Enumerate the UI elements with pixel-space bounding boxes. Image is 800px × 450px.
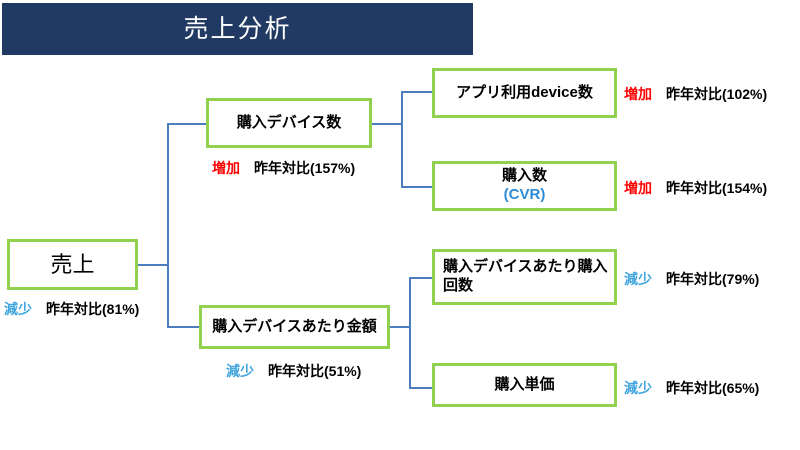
page-title: 売上分析 [183,14,292,43]
node-purchase-devices-label: 購入デバイス数 [236,113,342,131]
node-amount-per-device[interactable]: 購入デバイスあたり金額 [199,305,390,349]
connector-branch2-child2 [409,387,433,389]
node-purchase-count-label: 購入数 (CVR) [502,167,547,205]
node-purchase-devices[interactable]: 購入デバイス数 [206,98,372,148]
yoy-purchase-count: 昨年対比(154%) [666,180,768,196]
trend-purchase-count: 増加 [624,180,652,196]
node-amount-per-device-label: 購入デバイスあたり金額 [212,317,377,335]
node-uriage-label: 売上 [50,251,95,277]
node-uriage[interactable]: 売上 [7,239,138,290]
status-purchase-devices: 増加昨年対比(157%) [212,161,355,175]
node-app-device-count-label: アプリ利用device数 [456,83,593,101]
trend-purchase-devices: 増加 [212,160,240,176]
yoy-purchases-per-device: 昨年対比(79%) [666,271,760,287]
node-purchase-count[interactable]: 購入数 (CVR) [432,161,617,211]
connector-branch2-out [389,326,411,328]
node-purchases-per-device-label: 購入デバイスあたり購入回数 [443,258,608,294]
connector-trunk-level1 [167,124,169,327]
yoy-app-device-count: 昨年対比(102%) [666,86,768,102]
connector-branch1-child2 [401,186,433,188]
node-app-device-count[interactable]: アプリ利用device数 [432,68,617,118]
status-unit-price: 減少昨年対比(65%) [624,381,759,395]
trend-purchases-per-device: 減少 [624,271,652,287]
status-app-device-count: 増加昨年対比(102%) [624,87,767,101]
yoy-uriage: 昨年対比(81%) [46,301,140,317]
connector-trunk-to-branch2 [167,326,199,328]
node-purchases-per-device[interactable]: 購入デバイスあたり購入回数 [432,249,617,305]
connector-branch2-child1 [409,277,433,279]
status-uriage: 減少昨年対比(81%) [4,302,139,316]
status-purchase-count: 増加昨年対比(154%) [624,181,767,195]
connector-root-out [137,264,169,266]
connector-trunk-to-branch1 [167,123,206,125]
status-amount-per-device: 減少昨年対比(51%) [226,364,361,378]
trend-app-device-count: 増加 [624,86,652,102]
node-purchase-count-sub: (CVR) [503,186,546,203]
trend-uriage: 減少 [4,301,32,317]
connector-trunk-branch2-children [409,277,411,388]
yoy-purchase-devices: 昨年対比(157%) [254,160,356,176]
node-unit-price[interactable]: 購入単価 [432,363,617,407]
connector-branch1-child1 [401,91,433,93]
yoy-unit-price: 昨年対比(65%) [666,380,760,396]
node-purchase-count-main: 購入数 [501,167,547,185]
trend-unit-price: 減少 [624,380,652,396]
connector-branch1-out [371,123,403,125]
trend-amount-per-device: 減少 [226,363,254,379]
connector-trunk-branch1-children [401,91,403,188]
node-unit-price-label: 購入単価 [494,375,555,393]
slide-title-bar: 売上分析 [2,3,473,55]
yoy-amount-per-device: 昨年対比(51%) [268,363,362,379]
status-purchases-per-device: 減少昨年対比(79%) [624,272,759,286]
